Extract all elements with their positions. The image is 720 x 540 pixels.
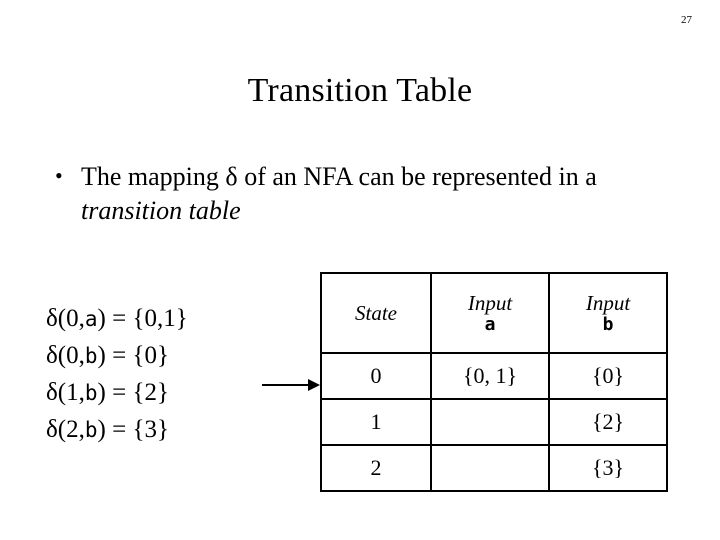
bullet-text-rest: of an NFA can be represented in a xyxy=(237,162,597,191)
bullet-marker: • xyxy=(55,163,63,188)
delta-prefix: δ(0, xyxy=(46,305,85,332)
delta-middle: ) = xyxy=(97,305,133,332)
table-row: 2 {3} xyxy=(320,444,668,492)
table-header-input-a-label: Input xyxy=(467,290,513,315)
cell-input-a: {0, 1} xyxy=(430,352,550,400)
table-header-input-b-label: Input xyxy=(585,290,631,315)
arrow-head xyxy=(308,379,320,391)
delta-prefix: δ(1, xyxy=(46,379,85,406)
cell-input-b: {2} xyxy=(548,398,668,446)
bullet-list: • The mapping δ of an NFA can be represe… xyxy=(55,160,665,229)
bullet-text-plain: The mapping xyxy=(81,162,226,191)
delta-prefix: δ(0, xyxy=(46,342,85,369)
cell-state: 2 xyxy=(320,444,432,492)
bullet-text: The mapping δ of an NFA can be represent… xyxy=(81,160,665,229)
delta-middle: ) = xyxy=(97,342,133,369)
delta-result: {0,1} xyxy=(132,305,188,332)
table-header-input-a-symbol: a xyxy=(484,313,496,335)
right-arrow-icon xyxy=(262,378,320,392)
table-header-row: State Input a Input b xyxy=(320,272,668,354)
cell-input-b: {3} xyxy=(548,444,668,492)
table-header-input-b: Input b xyxy=(548,272,668,354)
delta-symbol-char: b xyxy=(84,418,98,442)
delta-result: {3} xyxy=(132,416,169,443)
table-header-state: State xyxy=(320,272,432,354)
list-item: δ(1,b) = {2} xyxy=(46,374,188,411)
bullet-text-italic: transition table xyxy=(81,196,241,226)
delta-middle: ) = xyxy=(97,379,133,406)
delta-symbol-char: a xyxy=(84,307,98,331)
table-row: 1 {2} xyxy=(320,398,668,446)
delta-result: {0} xyxy=(132,342,169,369)
delta-prefix: δ(2, xyxy=(46,416,85,443)
delta-symbol: δ xyxy=(225,162,238,191)
delta-symbol-char: b xyxy=(84,381,98,405)
cell-input-a xyxy=(430,444,550,492)
table-header-input-a: Input a xyxy=(430,272,550,354)
transition-table: State Input a Input b 0 {0, 1} {0} 1 {2}… xyxy=(320,272,668,492)
arrow-shaft xyxy=(262,384,310,386)
delta-middle: ) = xyxy=(97,416,133,443)
table-header-input-b-symbol: b xyxy=(602,313,614,335)
list-item: δ(2,b) = {3} xyxy=(46,411,188,448)
page-title: Transition Table xyxy=(247,72,473,109)
cell-input-a xyxy=(430,398,550,446)
cell-input-b: {0} xyxy=(548,352,668,400)
table-row: 0 {0, 1} {0} xyxy=(320,352,668,400)
delta-definition-list: δ(0,a) = {0,1} δ(0,b) = {0} δ(1,b) = {2}… xyxy=(46,300,188,448)
slide-number: 27 xyxy=(681,14,692,26)
cell-state: 0 xyxy=(320,352,432,400)
list-item: δ(0,a) = {0,1} xyxy=(46,300,188,337)
table-header-state-label: State xyxy=(355,300,397,325)
cell-state: 1 xyxy=(320,398,432,446)
list-item: δ(0,b) = {0} xyxy=(46,337,188,374)
list-item: • The mapping δ of an NFA can be represe… xyxy=(55,160,665,229)
delta-result: {2} xyxy=(132,379,169,406)
delta-symbol-char: b xyxy=(84,344,98,368)
